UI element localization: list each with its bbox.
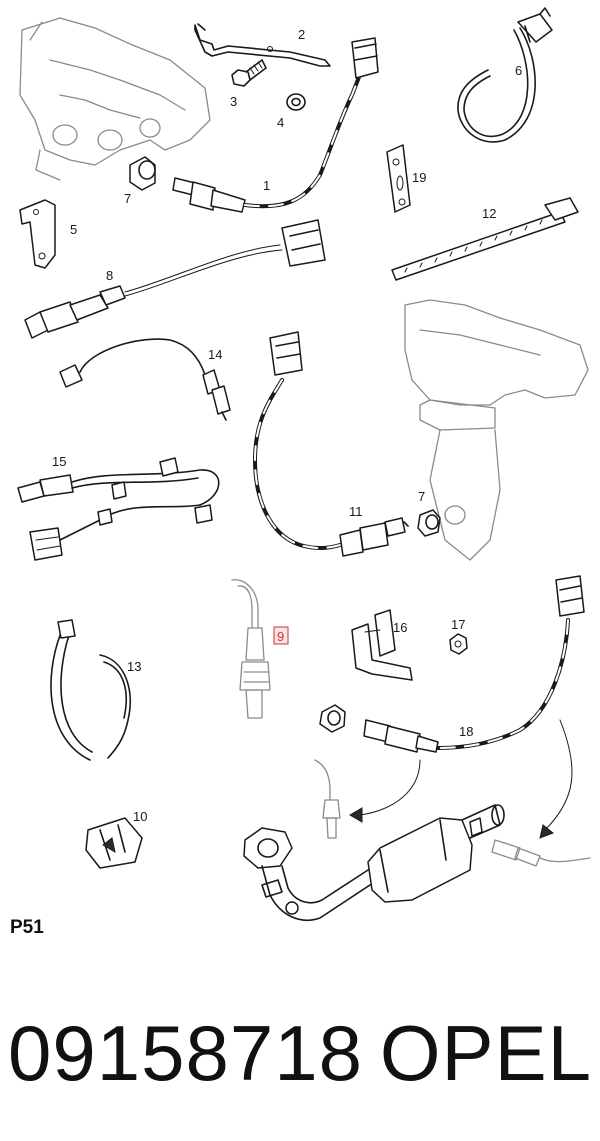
cable-clip-part-6 <box>457 7 553 143</box>
label-11: 11 <box>349 504 363 519</box>
label-19: 19 <box>412 170 426 185</box>
catalytic-converter <box>243 804 505 922</box>
label-13: 13 <box>127 659 141 674</box>
parts-diagram: 2 3 4 6 1 7 19 5 12 8 14 15 7 11 9 16 17… <box>17 7 591 922</box>
part-info: 09158718 OPEL <box>8 998 592 1108</box>
washer-part-4 <box>286 93 306 111</box>
label-16: 16 <box>393 620 407 635</box>
label-10: 10 <box>133 809 147 824</box>
callout-labels: 2 3 4 6 1 7 19 5 12 8 14 15 7 11 9 16 17… <box>52 27 522 824</box>
label-2: 2 <box>298 27 305 42</box>
label-7-right: 7 <box>418 489 425 504</box>
label-15: 15 <box>52 454 66 469</box>
bracket-part-16 <box>351 609 413 681</box>
label-14: 14 <box>208 347 222 362</box>
label-12: 12 <box>482 206 496 221</box>
clip-part-10 <box>85 817 143 869</box>
pointer-arrows <box>349 719 573 839</box>
label-6: 6 <box>515 63 522 78</box>
oxygen-sensor-part-1 <box>172 37 379 213</box>
oxygen-sensor-part-18 <box>319 575 585 753</box>
exhaust-manifold-top <box>19 17 211 181</box>
oxygen-sensor-right-bottom <box>491 839 591 867</box>
oxygen-sensor-part-14 <box>59 338 231 421</box>
spacer-part-7-top <box>129 156 156 191</box>
oxygen-sensor-part-11 <box>252 331 409 557</box>
label-4: 4 <box>277 115 284 130</box>
brand-name: OPEL <box>379 1009 592 1097</box>
label-17: 17 <box>451 617 465 632</box>
label-5: 5 <box>70 222 77 237</box>
label-1: 1 <box>263 178 270 193</box>
oxygen-sensor-part-9 <box>231 579 271 719</box>
oxygen-sensor-part-8 <box>24 219 326 339</box>
spacer-part-7-right <box>417 509 441 537</box>
page-code: P51 <box>10 917 44 938</box>
bracket-part-5 <box>19 199 56 269</box>
label-8: 8 <box>106 268 113 283</box>
label-18: 18 <box>459 724 473 739</box>
bolt-part-3 <box>231 59 267 87</box>
bracket-part-2 <box>194 23 331 67</box>
nut-part-17 <box>449 633 468 655</box>
cable-tie-part-12 <box>391 197 579 281</box>
plate-part-19 <box>386 144 411 213</box>
exhaust-manifold-right <box>404 299 589 561</box>
part-number: 09158718 <box>8 1009 364 1097</box>
label-9-highlight <box>273 626 289 645</box>
label-7-top: 7 <box>124 191 131 206</box>
oxygen-sensor-part-15 <box>17 457 220 561</box>
label-3: 3 <box>230 94 237 109</box>
label-9[interactable]: 9 <box>277 629 284 644</box>
oxygen-sensor-small <box>314 759 341 839</box>
cable-tie-part-13 <box>50 619 131 761</box>
